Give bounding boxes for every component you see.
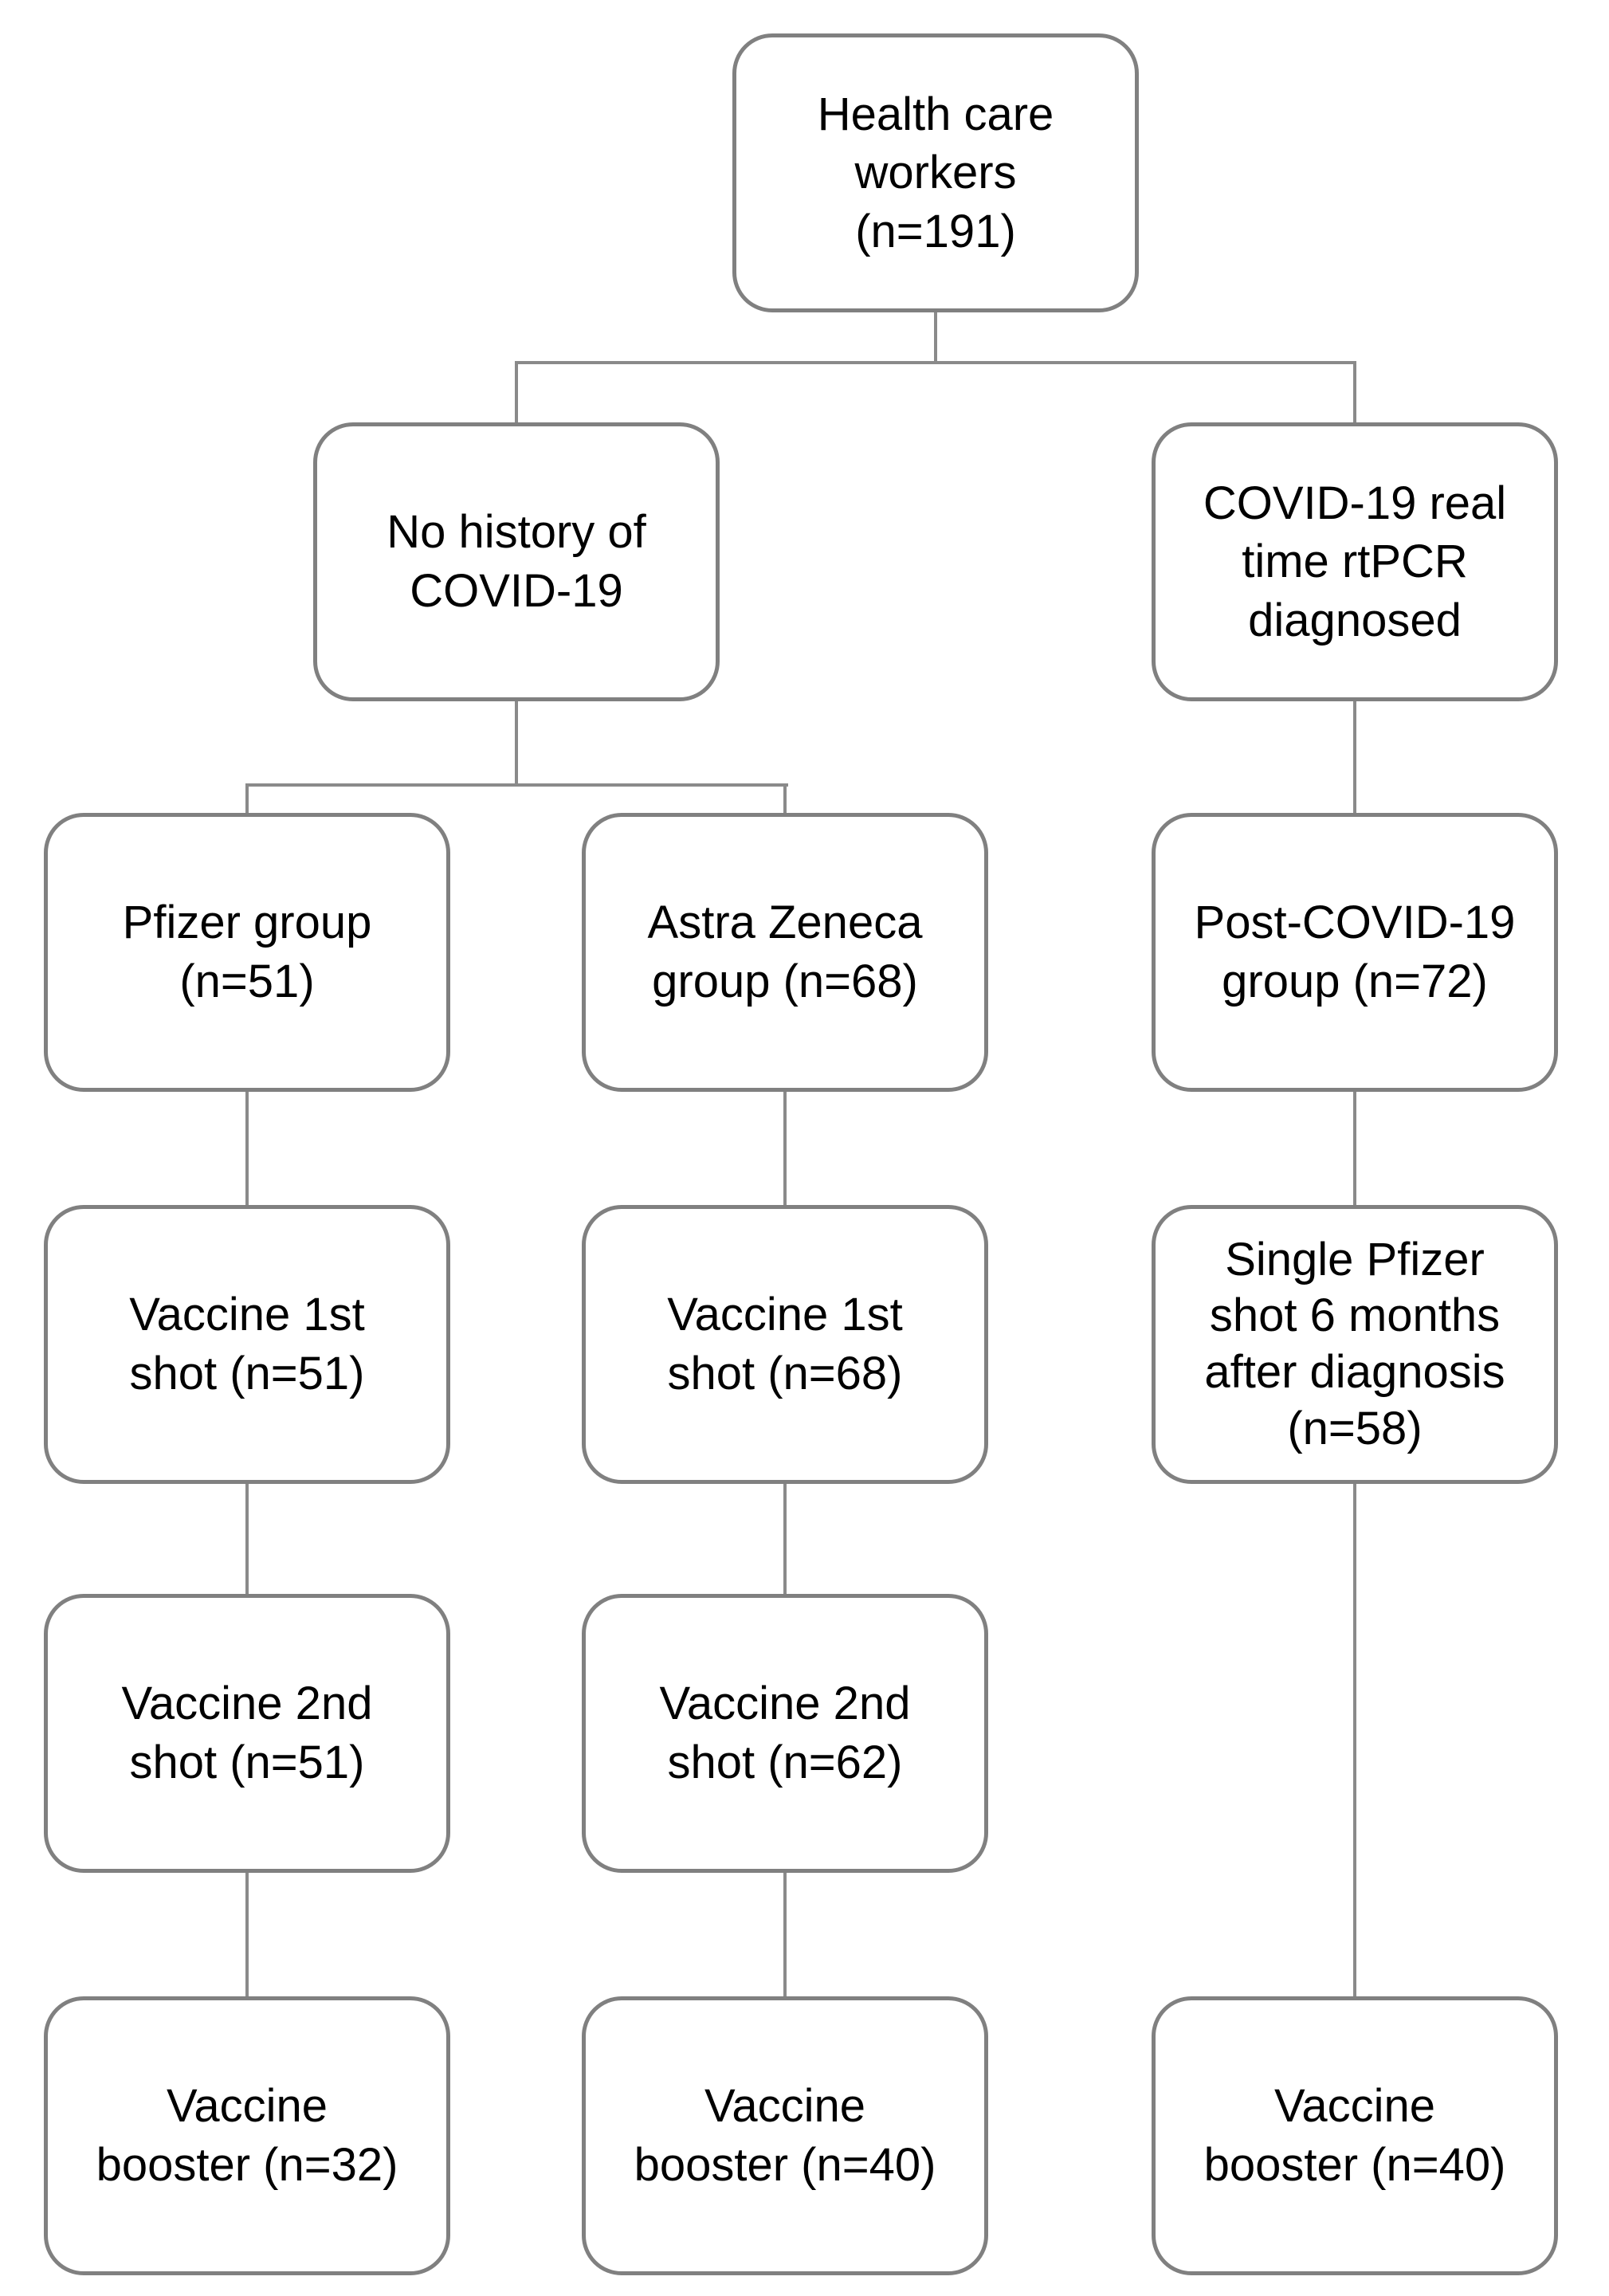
- node-health-care-workers: Health care workers (n=191): [732, 33, 1139, 312]
- connector-pfizer-group-to-shot1: [245, 1092, 249, 1205]
- connector-az-group-to-shot1: [783, 1092, 787, 1205]
- node-az-shot2: Vaccine 2nd shot (n=62): [582, 1594, 988, 1873]
- connector-branch-groups-horizontal: [245, 783, 788, 787]
- connector-root-stem: [934, 312, 937, 364]
- node-pfizer-shot2: Vaccine 2nd shot (n=51): [44, 1594, 450, 1873]
- node-az-booster: Vaccine booster (n=40): [582, 1996, 988, 2275]
- node-label: Single Pfizer shot 6 months after diagno…: [1204, 1233, 1505, 1454]
- connector-postcovid-to-single-shot: [1353, 1092, 1356, 1205]
- node-label: Astra Zeneca group (n=68): [647, 897, 923, 1007]
- node-postcovid-booster: Vaccine booster (n=40): [1152, 1996, 1558, 2275]
- connector-az-shot2-to-booster: [783, 1873, 787, 1996]
- node-pfizer-shot1: Vaccine 1st shot (n=51): [44, 1205, 450, 1484]
- node-label: Health care workers (n=191): [817, 88, 1054, 257]
- node-az-shot1: Vaccine 1st shot (n=68): [582, 1205, 988, 1484]
- node-label: Post-COVID-19 group (n=72): [1194, 897, 1516, 1007]
- node-label: Vaccine 2nd shot (n=51): [121, 1678, 373, 1788]
- connector-drop-no-history: [515, 361, 518, 422]
- node-label: Vaccine booster (n=40): [634, 2080, 936, 2191]
- node-label: Vaccine 1st shot (n=68): [667, 1289, 903, 1399]
- connector-pfizer-shot2-to-booster: [245, 1873, 249, 1996]
- connector-drop-pfizer-group: [245, 783, 249, 813]
- node-post-covid-group: Post-COVID-19 group (n=72): [1152, 813, 1558, 1092]
- node-pfizer-group: Pfizer group (n=51): [44, 813, 450, 1092]
- connector-no-history-stem: [515, 701, 518, 787]
- node-label: Vaccine booster (n=40): [1203, 2080, 1506, 2191]
- node-pfizer-booster: Vaccine booster (n=32): [44, 1996, 450, 2275]
- node-label: COVID-19 real time rtPCR diagnosed: [1203, 477, 1507, 646]
- node-no-history-covid: No history of COVID-19: [313, 422, 720, 701]
- connector-single-shot-to-booster: [1353, 1484, 1356, 1996]
- connector-drop-az-group: [783, 783, 787, 813]
- connector-branch-top-horizontal: [515, 361, 1356, 364]
- node-label: No history of COVID-19: [387, 506, 646, 617]
- node-label: Vaccine 1st shot (n=51): [129, 1289, 365, 1399]
- node-postcovid-single-shot: Single Pfizer shot 6 months after diagno…: [1152, 1205, 1558, 1484]
- node-label: Vaccine 2nd shot (n=62): [659, 1678, 911, 1788]
- connector-pfizer-shot1-to-shot2: [245, 1484, 249, 1594]
- node-rtpcr-diagnosed: COVID-19 real time rtPCR diagnosed: [1152, 422, 1558, 701]
- node-label: Pfizer group (n=51): [122, 897, 372, 1007]
- node-label: Vaccine booster (n=32): [96, 2080, 398, 2191]
- connector-drop-rtpcr: [1353, 361, 1356, 422]
- connector-az-shot1-to-shot2: [783, 1484, 787, 1594]
- connector-rtpcr-to-postcovid: [1353, 701, 1356, 813]
- node-astra-zeneca-group: Astra Zeneca group (n=68): [582, 813, 988, 1092]
